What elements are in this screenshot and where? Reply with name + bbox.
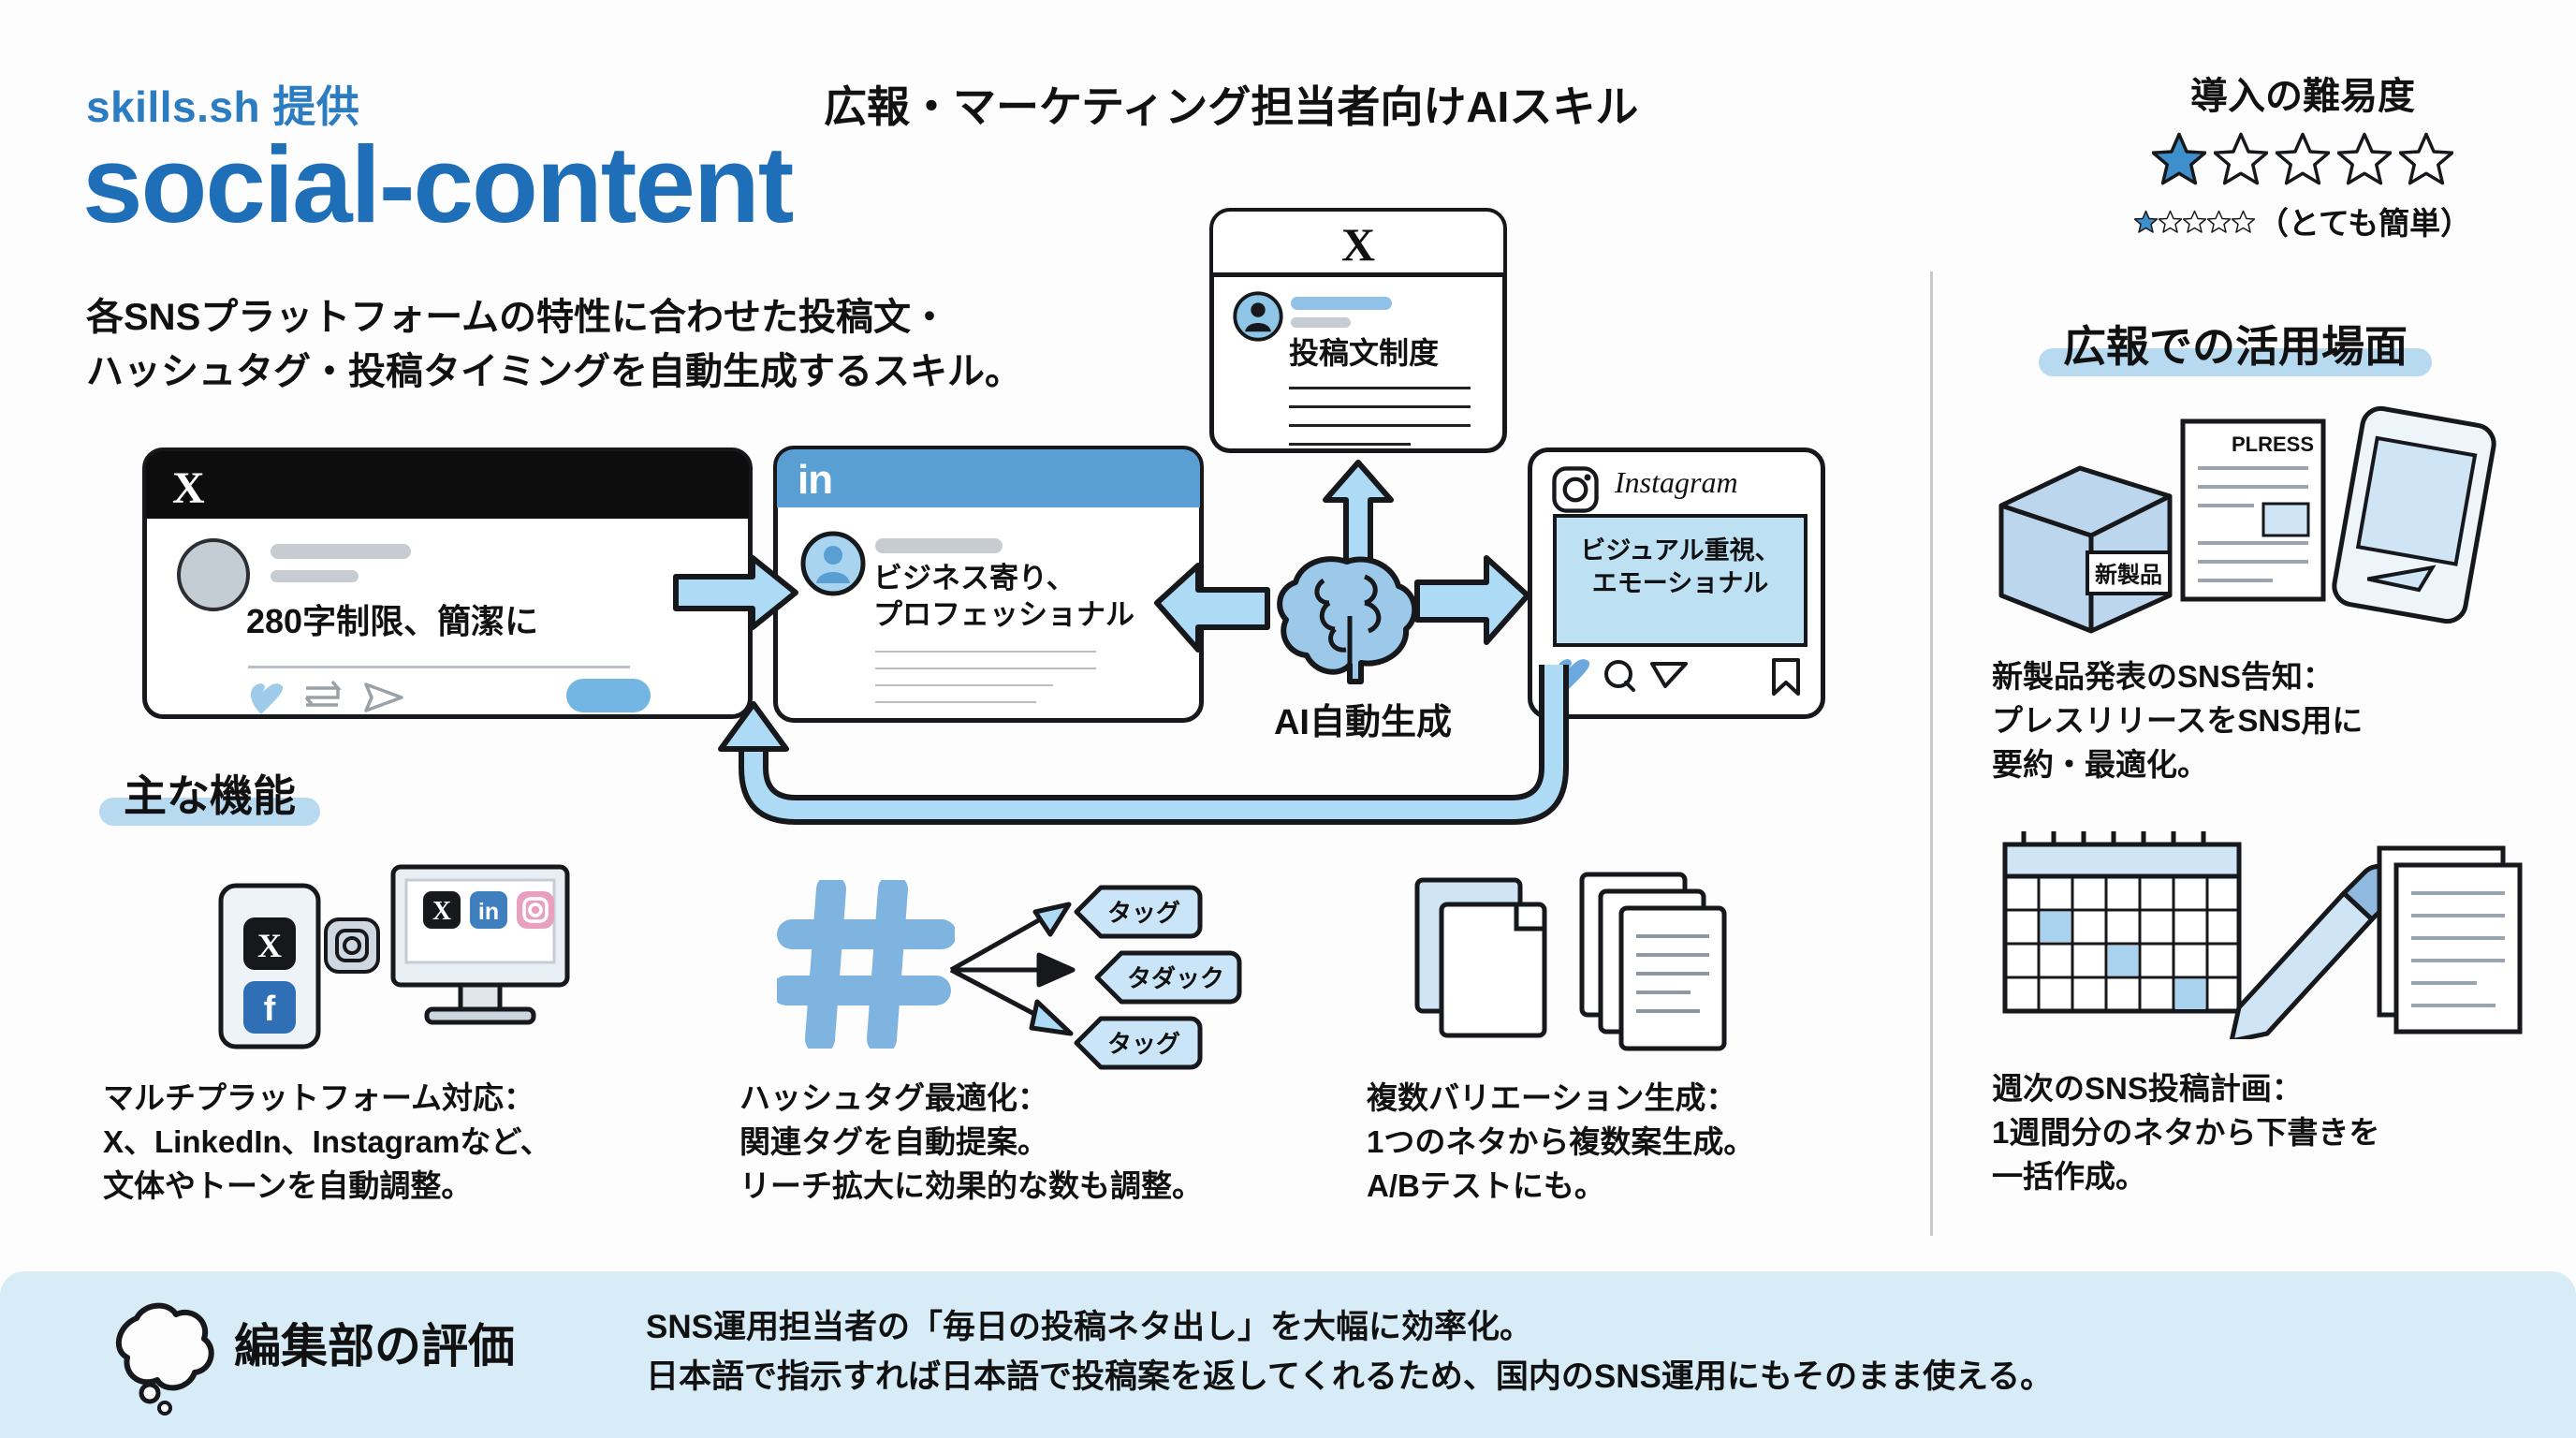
divider <box>1289 443 1411 446</box>
divider <box>248 666 630 668</box>
skeleton-line <box>1291 297 1392 310</box>
bookmark-icon[interactable] <box>1768 656 1804 697</box>
arrow-loop-back <box>718 665 1569 825</box>
mini-star-filled <box>2134 210 2159 233</box>
avatar-icon <box>1233 291 1283 342</box>
footer-title: 編集部の評価 <box>234 1320 515 1372</box>
lead-description: 各SNSプラットフォームの特性に合わせた投稿文・ ハッシュタグ・投稿タイミングを… <box>86 297 1022 392</box>
x-logo-icon: X <box>172 463 205 513</box>
avatar <box>177 538 250 611</box>
usecases-heading: 広報での活用場面 <box>2039 309 2432 378</box>
footer-body: SNS運用担当者の「毎日の投稿ネタ出し」を大幅に効率化。 日本語で指示すれば日本… <box>646 1309 2054 1395</box>
difficulty-mini-stars <box>2134 210 2256 233</box>
linkedin-logo-icon: in <box>798 457 833 503</box>
star-filled <box>2151 131 2207 185</box>
usecase-caption-1: 新製品発表のSNS告知： プレスリリースをSNS用に 要約・最適化。 <box>1992 659 2364 782</box>
star-empty <box>2336 131 2393 185</box>
svg-text:X: X <box>432 897 451 926</box>
ai-generation-label: AI自動生成 <box>1273 703 1452 742</box>
divider <box>875 701 1036 703</box>
features-heading: 主な機能 <box>99 758 320 828</box>
svg-text:f: f <box>264 990 276 1029</box>
vertical-divider <box>1930 271 1933 1236</box>
linkedin-avatar-icon <box>800 531 866 596</box>
instagram-logo-icon <box>1552 466 1599 513</box>
arrow-brain-up <box>1323 460 1394 570</box>
platform-card-instagram: Instagram ビジュアル重視、 エモーショナル <box>1528 448 1825 719</box>
skeleton-line <box>271 570 359 582</box>
x-card-action-icons <box>250 680 403 714</box>
footer-bar <box>0 1271 2576 1438</box>
brain-icon <box>1277 556 1418 684</box>
hashtag-arrows <box>949 902 1076 1036</box>
feature-caption-3: 複数バリエーション生成： 1つのネタから複数案生成。 A/Bテストにも。 <box>1367 1080 1755 1203</box>
difficulty-block: 導入の難易度 （とても簡単） <box>2050 66 2555 243</box>
x-card-text: 280字制限、簡潔に <box>246 602 539 640</box>
multi-device-icon: X in X f <box>218 864 570 1049</box>
tag-chip: タッグ <box>1074 885 1203 939</box>
svg-text:X: X <box>257 927 282 964</box>
tag-chip-label-3: タッグ <box>1107 1030 1180 1058</box>
skeleton-line <box>271 544 411 559</box>
weekly-plan-icon <box>2002 831 2523 1039</box>
tag-chip-label-2: タダック <box>1127 964 1224 992</box>
divider <box>875 668 1096 669</box>
linkedin-card-header: in <box>777 449 1200 507</box>
star-empty <box>2398 131 2454 185</box>
divider <box>875 684 1053 686</box>
package-badge-label: 新製品 <box>2095 562 2162 588</box>
x-logo-icon: X <box>1340 218 1376 271</box>
platform-card-x: X 280字制限、簡潔に <box>142 448 753 719</box>
feature-caption-1: マルチプラットフォーム対応： X、LinkedIn、Instagramなど、 文… <box>103 1080 551 1203</box>
multiple-documents-icon <box>1414 872 1727 1051</box>
arrow-x-to-linkedin <box>673 555 798 630</box>
x-top-card-text: 投稿文制度 <box>1289 336 1440 370</box>
star-empty <box>2275 131 2331 185</box>
skeleton-line <box>1291 317 1351 328</box>
instagram-wordmark: Instagram <box>1615 465 1738 499</box>
brand-label: skills.sh 提供 <box>86 82 360 131</box>
instagram-card-text: ビジュアル重視、 エモーショナル <box>1580 536 1780 598</box>
hashtag-icon <box>777 880 955 1049</box>
skeleton-line <box>875 538 1003 553</box>
usecase-caption-2: 週次のSNS投稿計画： 1週間分のネタから下書きを 一括作成。 <box>1992 1071 2380 1194</box>
mini-star-empty <box>2232 210 2256 233</box>
difficulty-stars <box>2050 131 2555 185</box>
difficulty-title: 導入の難易度 <box>2190 76 2415 117</box>
star-empty <box>2213 131 2269 185</box>
thought-bubble-icon <box>116 1302 214 1416</box>
product-launch-icon: 新製品 PLRESS <box>1998 405 2496 634</box>
x-card-header: X <box>146 451 749 519</box>
page-title: social-content <box>82 124 794 245</box>
tag-chip: タッグ <box>1074 1016 1203 1070</box>
page-subtitle: 広報・マーケティング担当者向けAIスキル <box>824 82 1639 131</box>
divider <box>1289 387 1471 389</box>
arrow-brain-right <box>1414 555 1530 645</box>
press-release-label: PLRESS <box>2232 433 2314 456</box>
x-top-card-header: X <box>1213 212 1503 277</box>
difficulty-caption: （とても簡単） <box>2257 206 2472 241</box>
platform-card-x-top: X 投稿文制度 <box>1209 208 1507 453</box>
difficulty-caption-row: （とても簡単） <box>2050 198 2555 243</box>
divider <box>1289 424 1471 427</box>
divider <box>875 651 1096 653</box>
divider <box>1289 405 1471 408</box>
svg-text:in: in <box>478 899 499 925</box>
linkedin-card-text: ビジネス寄り、 プロフェッショナル <box>873 562 1134 631</box>
mini-star-empty <box>2183 210 2207 233</box>
arrow-brain-left <box>1154 563 1270 653</box>
x-card-cta-button[interactable] <box>566 679 651 712</box>
mini-star-empty <box>2159 210 2183 233</box>
instagram-photo: ビジュアル重視、 エモーショナル <box>1553 514 1808 647</box>
tag-chip: タダック <box>1094 950 1242 1005</box>
tag-chip-label-1: タッグ <box>1107 899 1180 927</box>
feature-caption-2: ハッシュタグ最適化： 関連タグを自動提案。 リーチ拡大に効果的な数も調整。 <box>739 1080 1203 1203</box>
mini-star-empty <box>2207 210 2232 233</box>
